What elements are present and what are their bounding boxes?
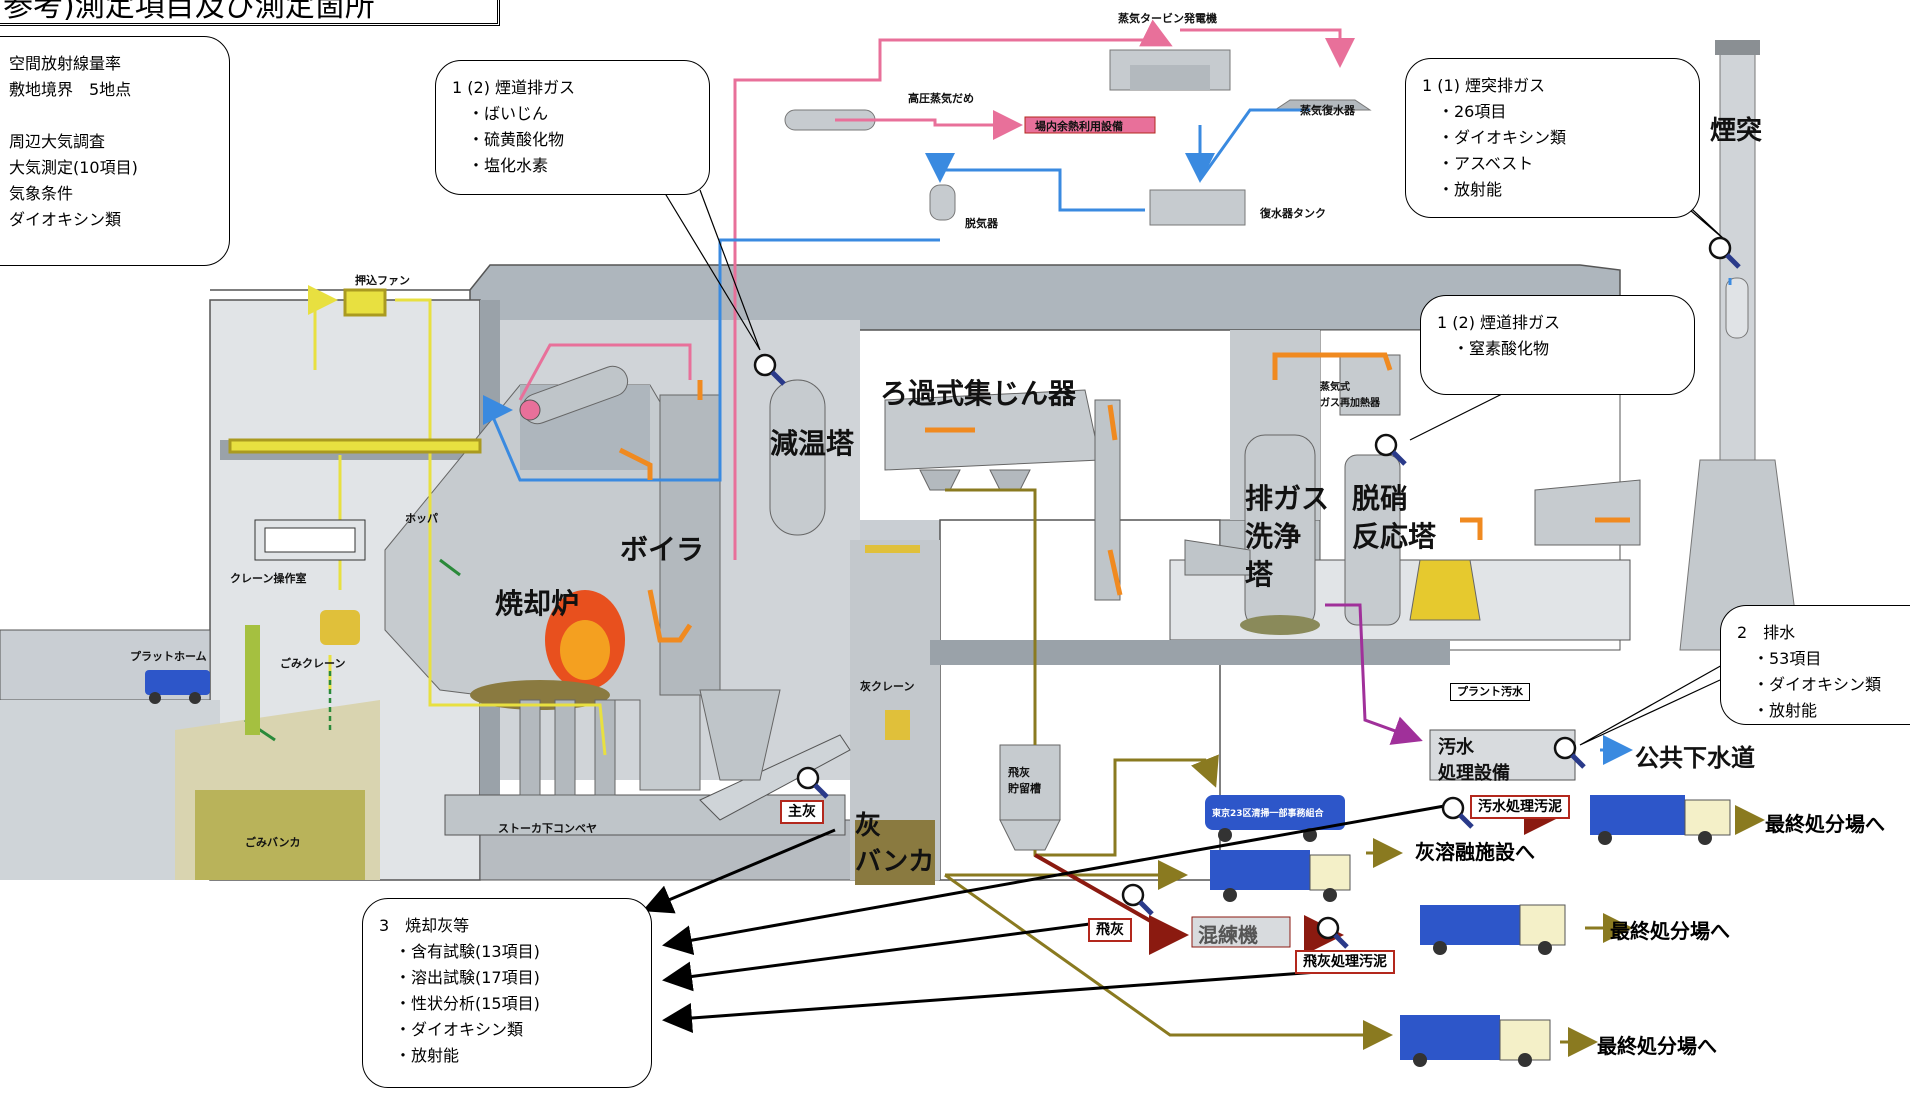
scrubber-label: 排ガス 洗浄 塔 [1245,480,1329,594]
condensate-tank-label: 復水器タンク [1260,205,1326,221]
callout-ambient: 空間放射線量率 敷地境界 5地点 周辺大気調査 大気測定(10項目) 気象条件 … [0,36,230,266]
ash-melting-label: 灰溶融施設へ [1415,836,1535,865]
callout-line: ダイオキシン類 [9,207,213,233]
flyash-sludge-tag: 飛灰処理汚泥 [1295,950,1395,974]
boiler-label: ボイラ [620,528,704,568]
turbine-area [785,50,1370,225]
ash-crane-label: 灰クレーン [860,678,914,694]
crane-room-label: クレーン操作室 [230,570,306,586]
search-icon[interactable] [1315,915,1349,949]
callout-line [9,103,213,129]
search-icon[interactable] [1120,882,1154,916]
truck-2 [1210,850,1350,902]
callout-line: ・性状分析(15項目) [379,991,635,1017]
hopper-label: ホッパ [405,510,438,526]
search-icon[interactable] [795,765,829,799]
page-title: 参考)測定項目及び測定箇所 [0,0,500,26]
incinerator-label: 焼却炉 [495,582,579,622]
refuse-crane-label: ごみクレーン [280,655,345,671]
heat-use-label: 場内余熱利用設備 [1035,118,1123,134]
condenser-label: 蒸気復水器 [1300,102,1355,118]
deaerator-label: 脱気器 [965,215,998,231]
callout-line: 大気測定(10項目) [9,155,213,181]
callout-flue-gas-2: 1 (2) 煙道排ガス ・窒素酸化物 [1420,295,1695,395]
main-ash-tag: 主灰 [780,800,824,824]
refuse-bunker-label: ごみバンカ [245,834,301,850]
callout-line: ・26項目 [1422,99,1683,125]
final-disposal-label: 最終処分場へ [1597,1030,1717,1059]
filter-label: ろ過式集じん器 [880,372,1076,412]
callout-line: ・塩化水素 [452,153,693,179]
chimney-label: 煙突 [1710,110,1762,147]
flyash-tank-label: 飛灰 貯留槽 [1008,765,1041,797]
callout-line: ・アスベスト [1422,151,1683,177]
callout-line: 2 排水 [1737,620,1899,646]
callout-line: ・ダイオキシン類 [1422,125,1683,151]
callout-ash: 3 焼却灰等 ・含有試験(13項目) ・溶出試験(17項目) ・性状分析(15項… [362,898,652,1088]
truck-4 [1590,795,1730,845]
callout-line: ・ダイオキシン類 [1737,672,1899,698]
callout-line: ・ばいじん [452,101,693,127]
search-icon[interactable] [1552,735,1586,769]
callout-line: 敷地境界 5地点 [9,77,213,103]
wastewater-facility-label: 汚水 処理設備 [1438,735,1510,787]
public-sewer-label: 公共下水道 [1635,738,1755,773]
callout-line: 周辺大気調査 [9,129,213,155]
denox-label: 脱硝 反応塔 [1352,480,1436,556]
search-icon[interactable] [752,352,786,386]
callout-line: ・放射能 [1422,177,1683,203]
search-icon[interactable] [1440,795,1474,829]
callout-line: 気象条件 [9,181,213,207]
kneader-label: 混練機 [1198,919,1258,948]
fan-label: 押込ファン [355,272,410,288]
callout-line: ・窒素酸化物 [1437,336,1678,362]
callout-line: 1 (1) 煙突排ガス [1422,73,1683,99]
callout-line: ・放射能 [1737,698,1899,724]
callout-line: 1 (2) 煙道排ガス [1437,310,1678,336]
final-disposal-label: 最終処分場へ [1765,808,1885,837]
truck-text: 東京23区清掃一部事務組合 [1212,806,1324,819]
callout-line: ・硫黄酸化物 [452,127,693,153]
platform-label: プラットホーム [130,648,207,664]
cooling-tower-label: 減温塔 [770,422,854,462]
callout-wastewater: 2 排水 ・53項目 ・ダイオキシン類 ・放射能 [1720,605,1910,725]
callout-line: ・53項目 [1737,646,1899,672]
callout-line: 空間放射線量率 [9,51,213,77]
callout-line: ・含有試験(13項目) [379,939,635,965]
truck-5 [1400,1015,1550,1067]
search-icon[interactable] [1707,235,1741,269]
truck-3 [1420,905,1565,955]
callout-stack-gas: 1 (1) 煙突排ガス ・26項目 ・ダイオキシン類 ・アスベスト ・放射能 [1405,58,1700,218]
turbine-label: 蒸気タービン発電機 [1118,10,1217,26]
callout-line: 1 (2) 煙道排ガス [452,75,693,101]
callout-line: ・溶出試験(17項目) [379,965,635,991]
search-icon[interactable] [1373,432,1407,466]
steam-heater-label: 蒸気式 ガス再加熱器 [1320,380,1380,412]
callout-flue-gas-1: 1 (2) 煙道排ガス ・ばいじん ・硫黄酸化物 ・塩化水素 [435,60,710,195]
flyash-tank-shape [1000,745,1060,850]
fly-ash-tag: 飛灰 [1088,918,1132,942]
callout-line: 3 焼却灰等 [379,913,635,939]
callout-line: ・ダイオキシン類 [379,1017,635,1043]
final-disposal-label: 最終処分場へ [1610,915,1730,944]
stoker-conveyor-label: ストーカ下コンベヤ [498,820,597,836]
plant-water-label: プラント汚水 [1450,683,1530,701]
hp-drum-label: 高圧蒸気だめ [908,90,974,106]
callout-line: ・放射能 [379,1043,635,1069]
wastewater-sludge-tag: 汚水処理汚泥 [1470,795,1570,819]
ash-bunker-label: 灰 バンカ [855,808,934,880]
